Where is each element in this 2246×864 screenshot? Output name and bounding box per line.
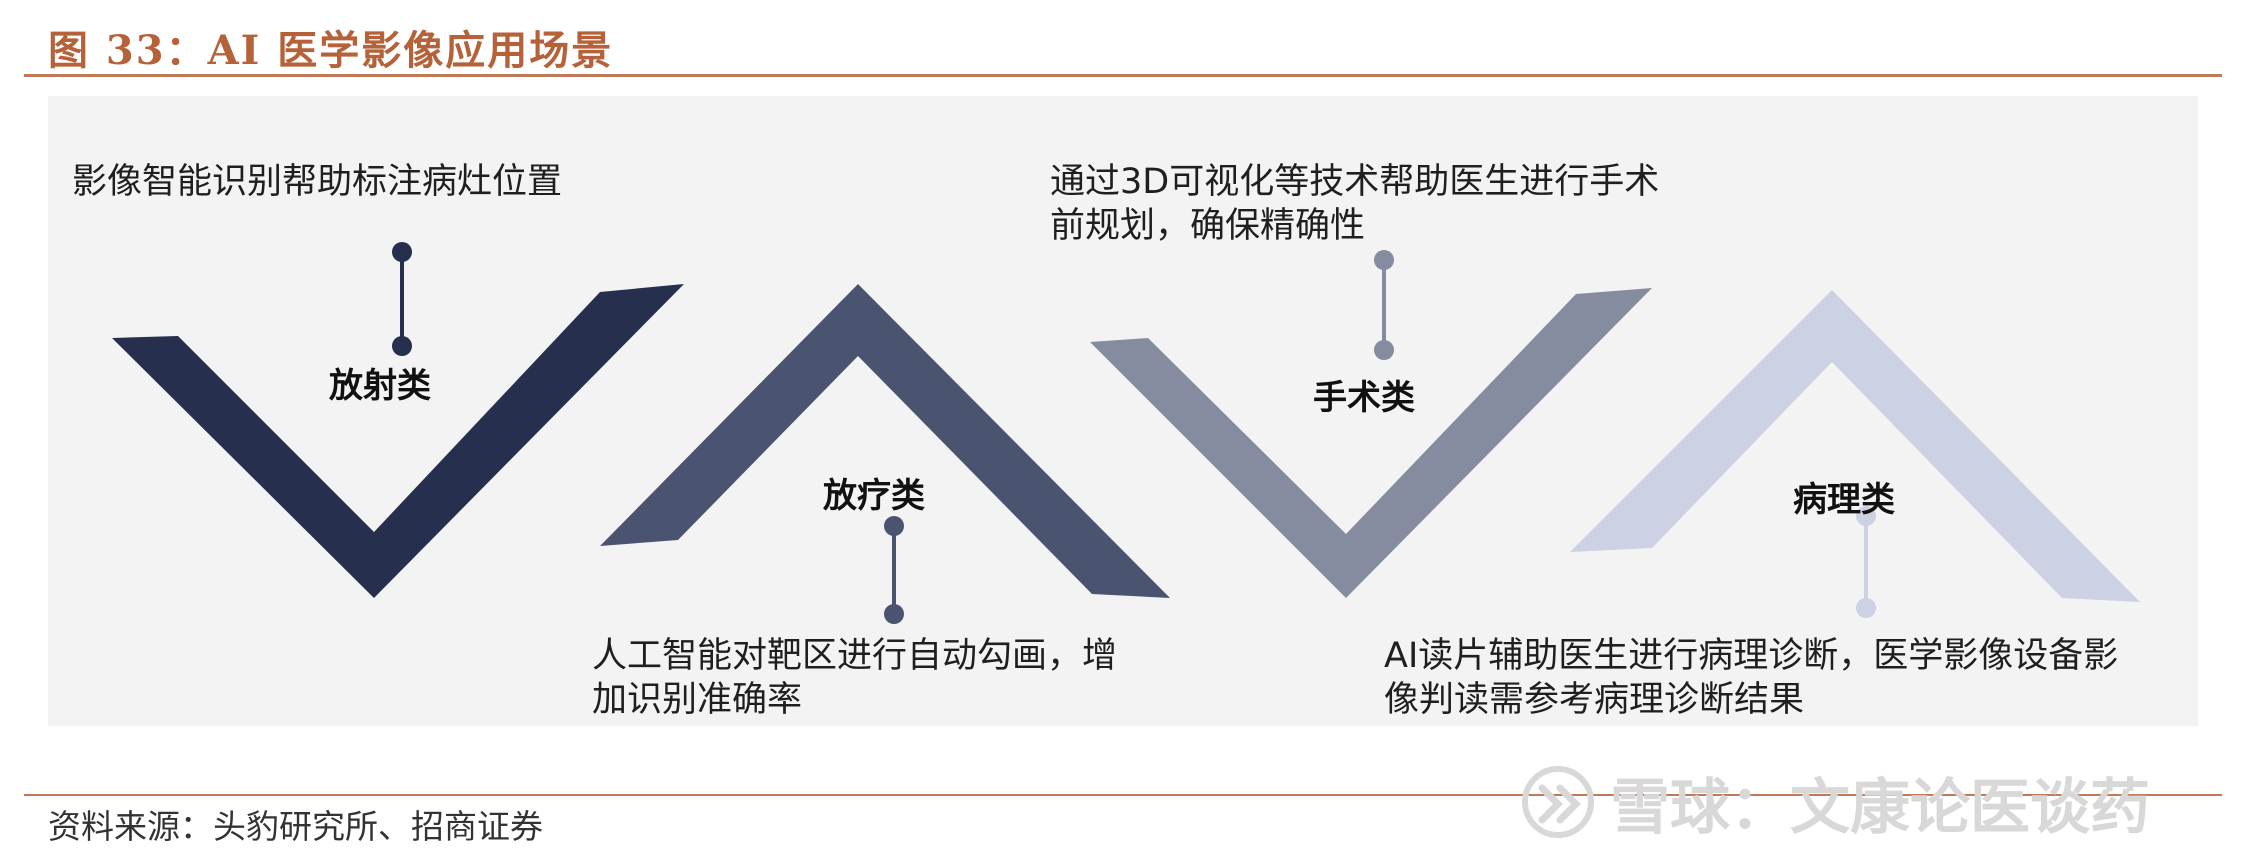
chevron-pathology (1570, 290, 2140, 602)
description-line: 人工智能对靶区进行自动勾画，增 (592, 636, 1118, 676)
description-line: 影像智能识别帮助标注病灶位置 (72, 162, 563, 202)
description-line: 加识别准确率 (592, 680, 803, 720)
chevron-surgery (1090, 288, 1652, 598)
chevron-radiology (112, 284, 684, 598)
category-label-surgery: 手术类 (1313, 378, 1415, 418)
description-pathology: AI读片辅助医生进行病理诊断，医学影像设备影 像判读需参考病理诊断结果 (1384, 634, 2118, 722)
category-label-pathology: 病理类 (1793, 480, 1895, 520)
figure-title: 图 33：AI 医学影像应用场景 (48, 27, 614, 74)
description-line: 像判读需参考病理诊断结果 (1384, 680, 1805, 720)
category-label-radiotherapy: 放疗类 (823, 476, 925, 516)
watermark: 雪球：文康论医谈药 (1520, 752, 2200, 852)
connector-radiology (392, 242, 412, 356)
footer-divider (24, 794, 2222, 796)
description-radiology: 影像智能识别帮助标注病灶位置 (72, 160, 562, 204)
title-divider (24, 74, 2222, 77)
connector-surgery (1374, 250, 1394, 360)
watermark-text: 雪球：文康论医谈药 (1610, 772, 2150, 843)
category-label-radiology: 放射类 (329, 366, 431, 406)
description-surgery: 通过3D可视化等技术帮助医生进行手术 前规划，确保精确性 (1050, 160, 1659, 248)
chevron-radiotherapy (600, 284, 1170, 598)
description-line: 前规划，确保精确性 (1050, 206, 1366, 246)
description-line: 通过3D可视化等技术帮助医生进行手术 (1050, 162, 1660, 202)
source-note: 资料来源：头豹研究所、招商证券 (48, 807, 543, 846)
connector-pathology (1856, 506, 1876, 618)
connector-radiotherapy (884, 516, 904, 624)
description-line: AI读片辅助医生进行病理诊断，医学影像设备影 (1384, 636, 2119, 676)
description-radiotherapy: 人工智能对靶区进行自动勾画，增 加识别准确率 (592, 634, 1117, 722)
snowball-logo-icon (1522, 766, 1594, 838)
diagram-background (48, 96, 2198, 726)
